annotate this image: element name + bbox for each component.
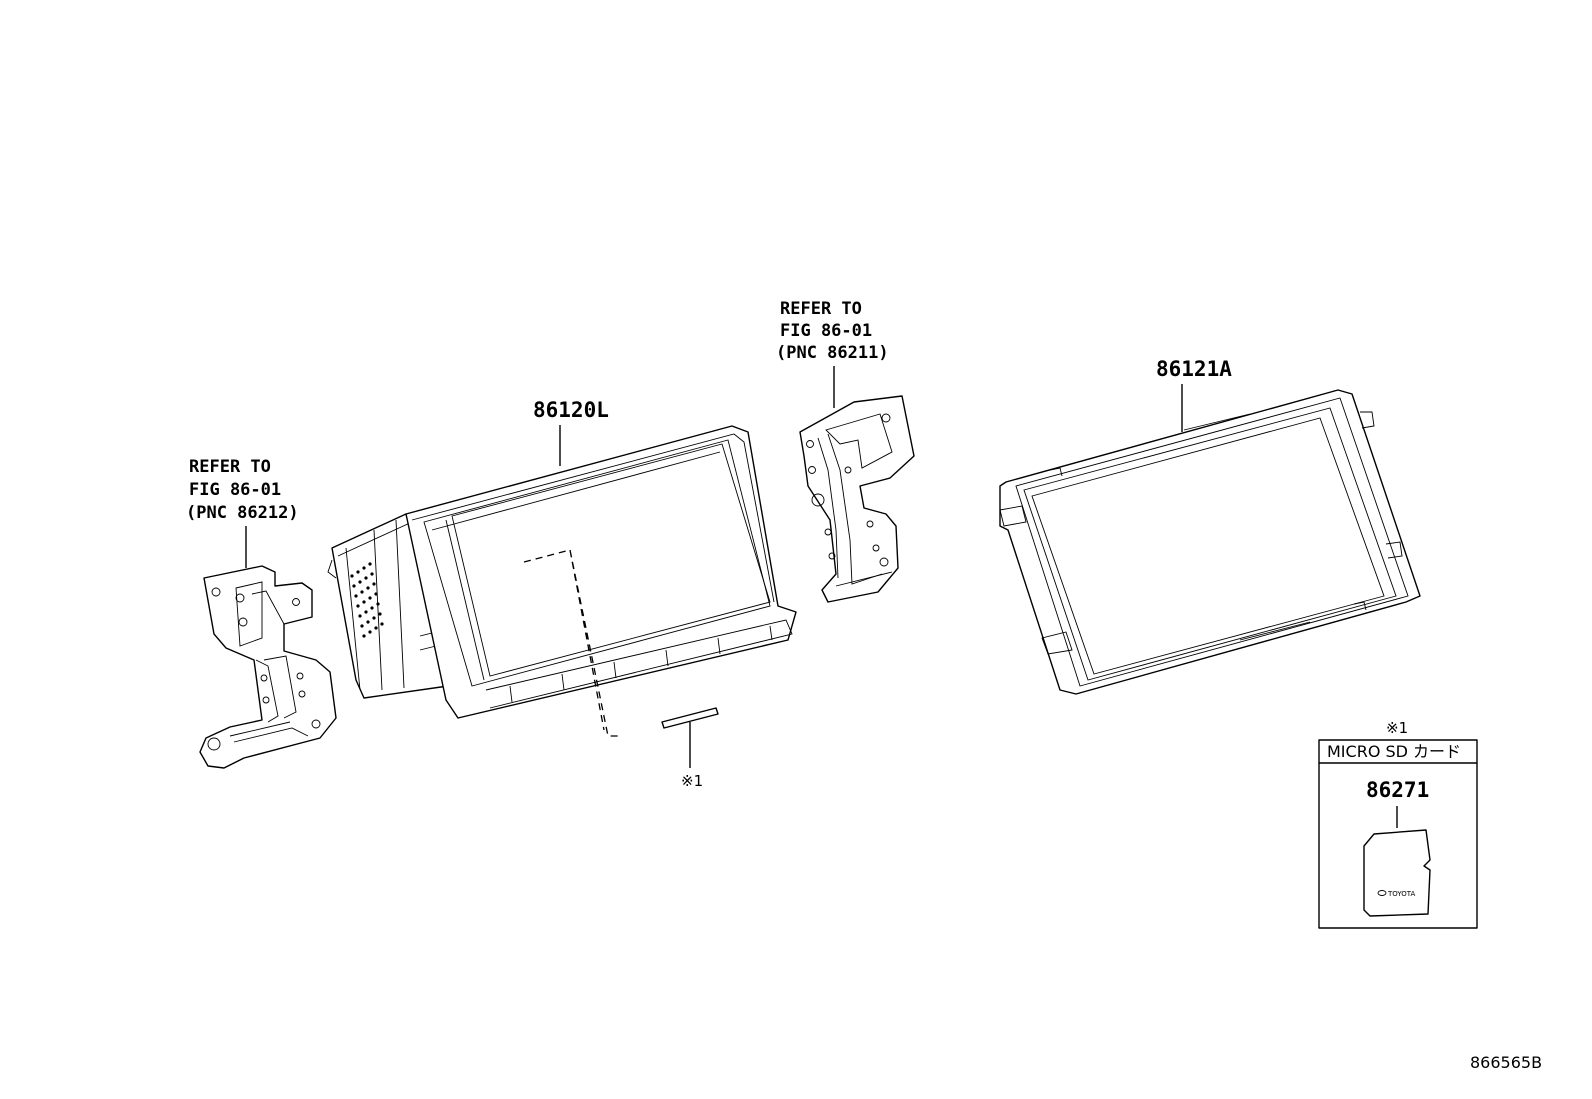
main-unit-86120l: 86120L <box>327 398 797 719</box>
left-mounting-bracket: REFER TO FIG 86-01 (PNC 86212) <box>186 457 337 769</box>
chassis-vent-grille <box>350 562 384 638</box>
micro-sd-inset: ※1 MICRO SD カード 86271 TOYOTA <box>1318 719 1478 929</box>
display-panel-part-number: 86121A <box>1156 357 1232 381</box>
right-bracket-ref-line1: REFER TO <box>780 299 862 319</box>
inset-frame <box>1318 739 1478 929</box>
toyota-logo-icon <box>1377 890 1387 896</box>
inset-part-number: 86271 <box>1366 778 1429 802</box>
right-mounting-bracket: REFER TO FIG 86-01 (PNC 86211) <box>776 299 915 603</box>
figure-id: 866565B <box>1470 1053 1542 1072</box>
display-panel-86121a: 86121A <box>999 357 1421 695</box>
sd-card-callout: ※1 <box>523 549 719 790</box>
card-logo-text: TOYOTA <box>1387 890 1416 898</box>
left-bracket-ref-line2: FIG 86-01 <box>189 480 281 500</box>
right-bracket-ref-line3: (PNC 86211) <box>776 343 889 363</box>
left-bracket-ref-line3: (PNC 86212) <box>186 503 299 523</box>
inset-title: MICRO SD カード <box>1327 742 1461 761</box>
main-unit-part-number: 86120L <box>533 398 609 422</box>
micro-sd-card-icon <box>1363 829 1431 917</box>
left-bracket-ref-line1: REFER TO <box>189 457 271 477</box>
right-bracket-ref-line2: FIG 86-01 <box>780 321 872 341</box>
note-marker: ※1 <box>681 772 703 790</box>
inset-note-marker: ※1 <box>1386 719 1408 737</box>
sd-card-slot-icon <box>661 707 719 729</box>
